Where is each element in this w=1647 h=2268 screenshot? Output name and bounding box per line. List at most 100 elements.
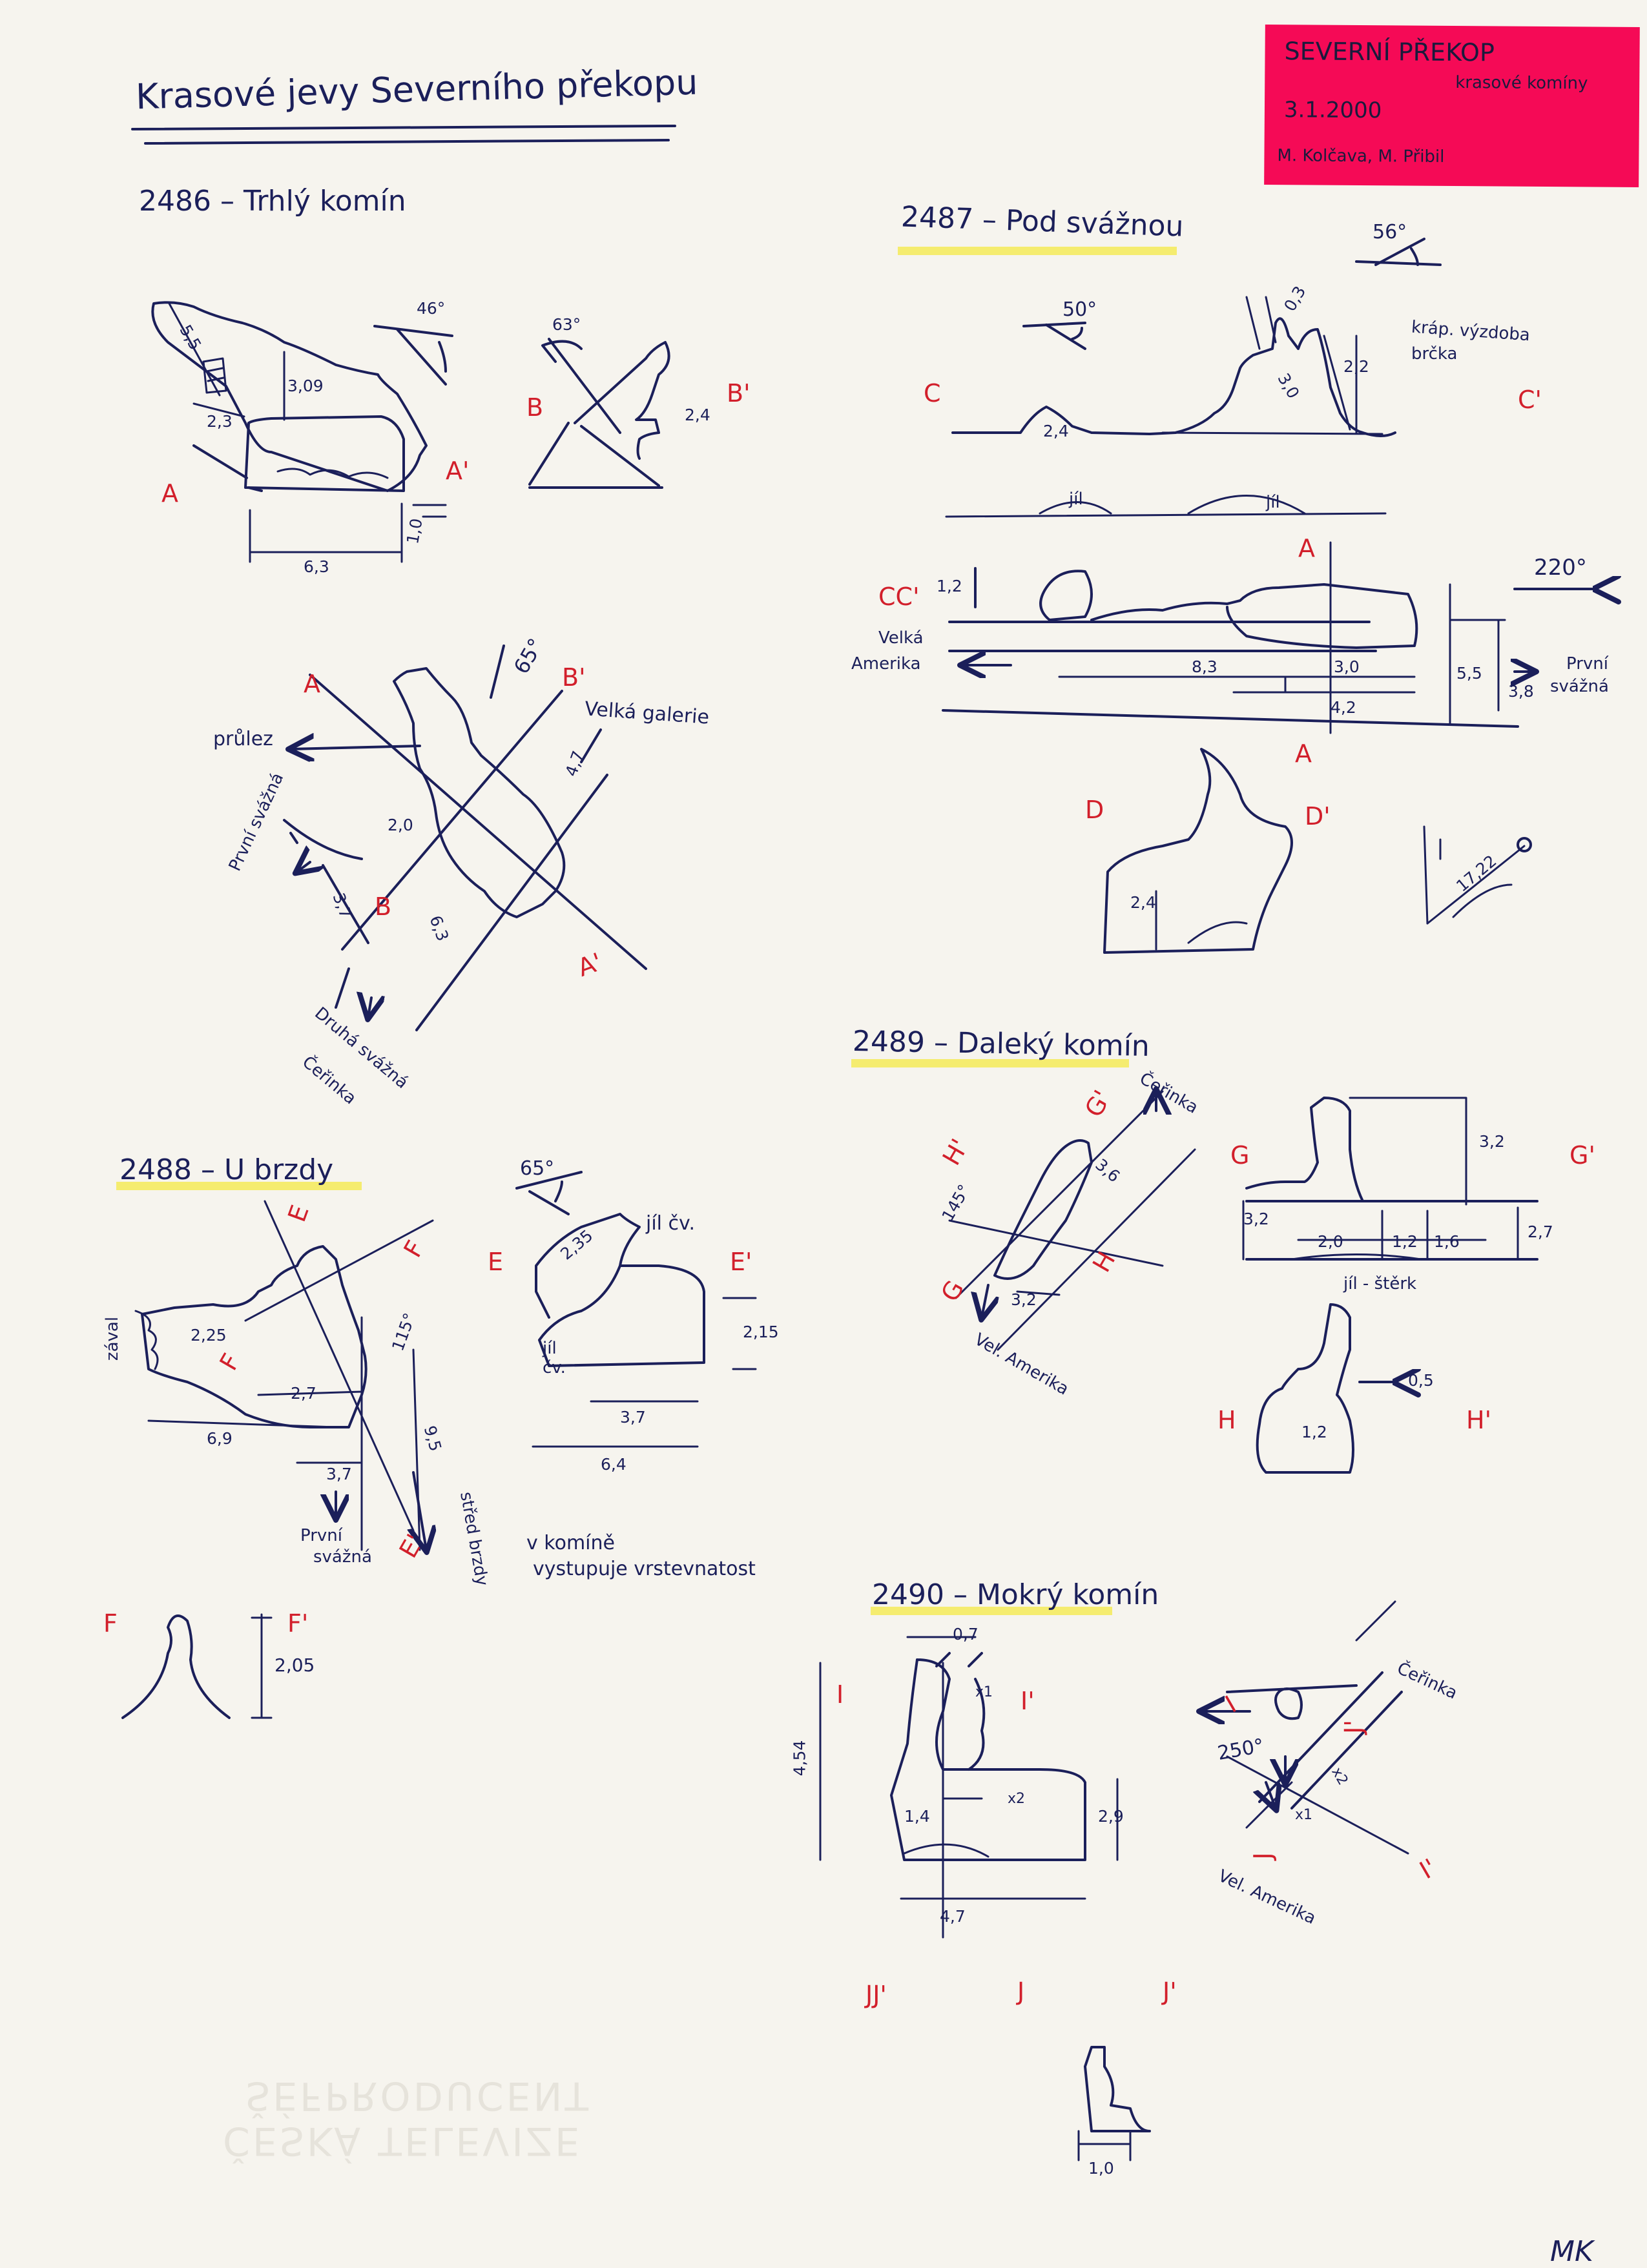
- sketch-2488-ff: [121, 1614, 231, 1719]
- section-letter: E': [730, 1248, 752, 1276]
- note-prulez: průlez: [213, 728, 273, 750]
- note-brcka: brčka: [1411, 344, 1458, 364]
- section-letter: J': [1339, 1720, 1368, 1734]
- dim: 5,5: [1456, 664, 1482, 683]
- section-letter: G: [1230, 1141, 1250, 1170]
- dim: 3,2: [1243, 1210, 1269, 1228]
- section-letter: B': [727, 379, 751, 407]
- sketch-2487-angle50: [1022, 322, 1086, 350]
- dim: 1,6: [1434, 1232, 1460, 1251]
- note-svazna: svážná: [1550, 677, 1609, 696]
- dim: 2,0: [388, 816, 413, 834]
- dim: 2,4: [685, 406, 710, 424]
- dim: 2,2: [1343, 357, 1369, 376]
- highlight-2489: [851, 1059, 1129, 1067]
- sketch-2489-hh: [1256, 1303, 1354, 1474]
- note-velka-amerika: Velká: [878, 628, 924, 648]
- section-letter: G': [1569, 1141, 1595, 1170]
- section-letter: E: [488, 1248, 504, 1276]
- dim: 6,9: [207, 1429, 233, 1448]
- note-cv: čv.: [543, 1358, 566, 1377]
- heading-2490: 2490 – Mokrý komín: [872, 1578, 1159, 1611]
- dim: 4,54: [790, 1740, 809, 1777]
- sketch-2487-dd: [1103, 748, 1293, 954]
- dim: 3,09: [287, 376, 324, 395]
- dim: 6,3: [304, 557, 329, 576]
- heading-2486: 2486 – Trhlý komín: [139, 185, 406, 218]
- dim: 2,4: [1043, 422, 1069, 440]
- dim: 8,3: [1192, 657, 1217, 676]
- section-letter: C': [1518, 386, 1542, 414]
- note-jil: jíl: [1266, 493, 1280, 512]
- note-prvni: První: [1566, 654, 1608, 674]
- dim: 2,4: [1130, 893, 1156, 912]
- section-letter: C: [924, 379, 941, 407]
- dim: 3,8: [1508, 682, 1534, 701]
- heading-2488: 2488 – U brzdy: [119, 1153, 334, 1186]
- title-underline: [131, 125, 676, 145]
- note-jil: jíl: [1069, 490, 1083, 509]
- sticky-authors: M. Kolčava, M. Přibil: [1277, 146, 1445, 167]
- dim: 2,0: [1318, 1232, 1343, 1251]
- sticky-note: SEVERNÍ PŘEKOP krasové komíny 3.1.2000 M…: [1264, 24, 1640, 188]
- dim: 2,9: [1098, 1807, 1124, 1826]
- sticky-subtitle: krasové komíny: [1455, 73, 1588, 94]
- sketch-2486-dims: [168, 302, 447, 563]
- dim: 1,0: [403, 517, 426, 546]
- dim: 2,7: [291, 1384, 316, 1403]
- dim: 4,2: [1331, 698, 1356, 717]
- section-letter: D': [1305, 802, 1331, 830]
- sticky-title: SEVERNÍ PŘEKOP: [1284, 37, 1495, 67]
- sketch-2488-zaval: [134, 1310, 159, 1370]
- dim: 65°: [520, 1157, 555, 1180]
- highlight-2490: [871, 1607, 1112, 1615]
- dim: 2,3: [207, 412, 233, 431]
- dim: 3,7: [326, 1465, 352, 1483]
- dim: 63°: [552, 315, 581, 334]
- section-letter: J: [1017, 1977, 1025, 2006]
- watermark-line2: ČESKÁ TELEVIZE: [223, 2118, 582, 2163]
- heading-2489: 2489 – Daleký komín: [852, 1024, 1150, 1064]
- dim: 3,2: [1479, 1132, 1505, 1151]
- section-letter: A: [161, 479, 178, 508]
- section-letter: J': [1163, 1977, 1177, 2006]
- section-letter: B: [526, 393, 544, 422]
- watermark-line1: ŠÉFPRODUCENT: [245, 2073, 592, 2118]
- section-letter: H: [1217, 1406, 1236, 1434]
- note-velka-amerika: Amerika: [851, 654, 921, 674]
- dim: 2,25: [191, 1326, 227, 1345]
- section-letter: B': [562, 663, 586, 692]
- sketch-2488-ee: [535, 1213, 705, 1367]
- sketch-2490-ii: [890, 1652, 1086, 1861]
- note-jil: jíl: [543, 1339, 557, 1358]
- note-zaval: zával: [103, 1316, 123, 1361]
- dim: 1,0: [1088, 2159, 1114, 2178]
- dim: 3,2: [1011, 1290, 1037, 1309]
- section-letter: J: [1248, 1852, 1278, 1860]
- section-letter: JJ': [865, 1981, 887, 2009]
- dim: 50°: [1062, 298, 1097, 321]
- note-v-komine: v komíně: [526, 1532, 615, 1554]
- sketch-2487-cc: [951, 317, 1396, 437]
- section-letter: B: [375, 892, 392, 921]
- dim: 1,2: [1301, 1423, 1327, 1441]
- section-letter: H': [1466, 1406, 1492, 1434]
- section-letter: A: [1295, 739, 1312, 768]
- highlight-2488: [116, 1182, 362, 1190]
- sketch-2490-jj: [1084, 2046, 1151, 2132]
- sketch-2486-bb: [528, 338, 670, 489]
- section-letter: A: [304, 670, 320, 698]
- dim: x2: [1008, 1791, 1026, 1807]
- dim: 4,7: [940, 1907, 966, 1926]
- dim: 1,2: [937, 577, 962, 595]
- section-letter: A': [446, 457, 470, 485]
- note-svazna: svážná: [313, 1547, 372, 1567]
- section-letter: I: [836, 1680, 844, 1709]
- sketch-2486-a-line: [192, 444, 263, 492]
- section-letter: F: [103, 1609, 118, 1638]
- note-vrstevnatost: vystupuje vrstevnatost: [533, 1558, 756, 1580]
- dim: 46°: [417, 299, 446, 318]
- dim: 3,0: [1334, 657, 1360, 676]
- sketch-2487-angle56: [1355, 238, 1442, 266]
